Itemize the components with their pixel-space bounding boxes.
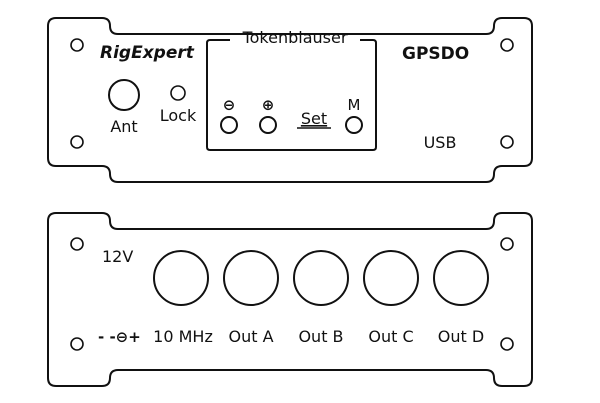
connector-out-c	[363, 250, 419, 306]
connector-label-out-b: Out B	[298, 327, 343, 346]
mount-hole	[70, 135, 84, 149]
mount-hole	[500, 237, 514, 251]
connector-out-b	[293, 250, 349, 306]
power-polarity-symbol: - -⊖+	[98, 328, 141, 346]
ant-connector	[108, 79, 140, 111]
mount-hole	[70, 38, 84, 52]
lock-label: Lock	[160, 106, 197, 125]
group-label: Tokenblauser	[242, 28, 348, 47]
plus-symbol: ⊕	[262, 96, 275, 114]
rear-panel-outline	[47, 212, 533, 387]
brand-logo: RigExpert	[100, 43, 195, 63]
plus-button	[259, 116, 277, 134]
m-button	[345, 116, 363, 134]
mount-hole	[70, 237, 84, 251]
ant-label: Ant	[110, 117, 137, 136]
minus-button	[220, 116, 238, 134]
set-label: Set	[301, 109, 327, 128]
connector-label-out-d: Out D	[438, 327, 484, 346]
connector-label-10mhz: 10 MHz	[153, 327, 213, 346]
mount-hole	[70, 337, 84, 351]
model-label: GPSDO	[402, 44, 469, 64]
connector-out-a	[223, 250, 279, 306]
button-group-box	[206, 39, 377, 151]
connector-label-out-c: Out C	[368, 327, 413, 346]
mount-hole	[500, 135, 514, 149]
power-label: 12V	[102, 247, 133, 266]
connector-out-d	[433, 250, 489, 306]
usb-label: USB	[424, 133, 457, 152]
mount-hole	[500, 337, 514, 351]
connector-10mhz	[153, 250, 209, 306]
m-label: M	[348, 96, 361, 114]
lock-led	[170, 85, 186, 101]
mount-hole	[500, 38, 514, 52]
front-panel-outline	[47, 17, 533, 183]
connector-label-out-a: Out A	[228, 327, 273, 346]
minus-symbol: ⊖	[223, 96, 236, 114]
